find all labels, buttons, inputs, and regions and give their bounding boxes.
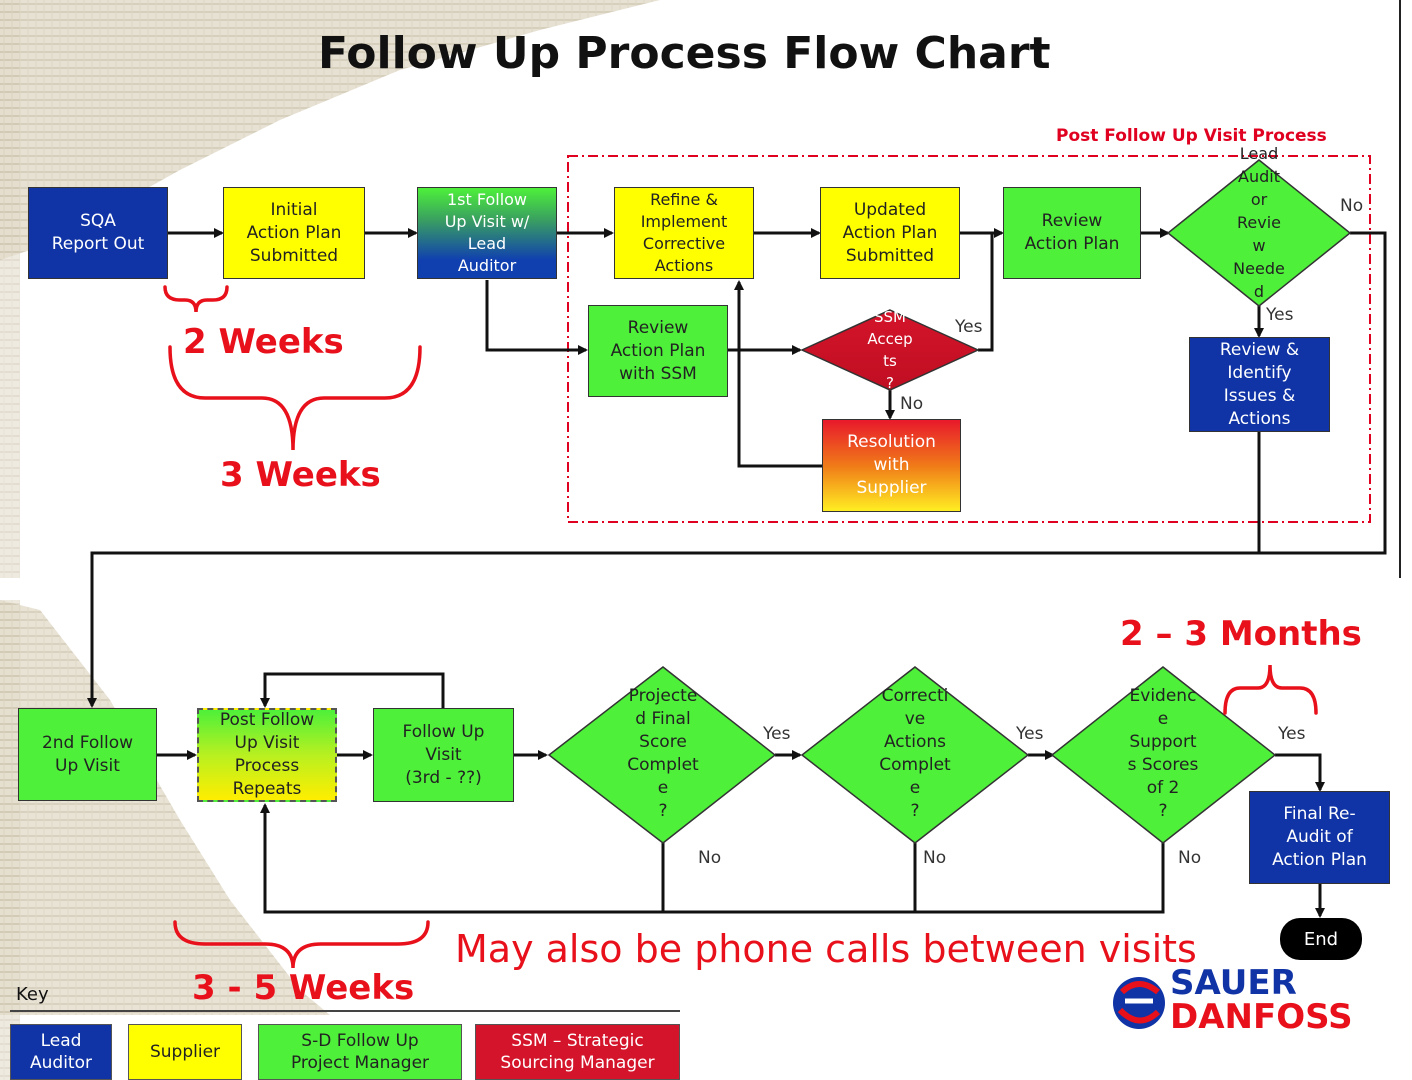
edge-label-no-ssm: No bbox=[900, 394, 924, 414]
corrective-complete-diamond bbox=[800, 666, 1030, 844]
edge-label-no-projected: No bbox=[698, 848, 722, 868]
evidence-diamond bbox=[1050, 666, 1277, 844]
logo-line-danfoss: DANFOSS bbox=[1170, 997, 1353, 1037]
logo-mark bbox=[1113, 977, 1165, 1029]
edge-label-yes-ssm: Yes bbox=[955, 317, 983, 337]
final-reaudit-node: Final Re- Audit of Action Plan bbox=[1249, 791, 1390, 884]
region-label: Post Follow Up Visit Process bbox=[1056, 126, 1327, 146]
annotation-braces bbox=[163, 285, 1318, 969]
annotation-3-weeks: 3 Weeks bbox=[220, 455, 381, 495]
end-terminator: End bbox=[1280, 918, 1362, 960]
annotation-phone-calls: May also be phone calls between visits bbox=[455, 927, 1197, 971]
evidence-supports-label: Evidenc e Support s Scores of 2 ? bbox=[1127, 686, 1199, 821]
edge-label-yes-evidence: Yes bbox=[1278, 724, 1306, 744]
key-lead-auditor: Lead Auditor bbox=[10, 1024, 112, 1080]
edge-label-no-evidence: No bbox=[1178, 848, 1202, 868]
post-visit-process-repeats-node: Post Follow Up Visit Process Repeats bbox=[197, 708, 337, 802]
review-action-plan-node: Review Action Plan bbox=[1003, 187, 1141, 279]
connectors-bottom bbox=[157, 672, 1325, 918]
ssm-accepts-diamond bbox=[800, 309, 980, 391]
review-identify-issues-node: Review & Identify Issues & Actions bbox=[1189, 337, 1330, 432]
updated-action-plan-node: Updated Action Plan Submitted bbox=[820, 187, 960, 279]
page-title: Follow Up Process Flow Chart bbox=[318, 28, 1051, 79]
initial-action-plan-node: Initial Action Plan Submitted bbox=[223, 187, 365, 279]
key-heading: Key bbox=[16, 984, 49, 1005]
lead-review-diamond bbox=[1166, 159, 1352, 307]
edge-label-no-corrective: No bbox=[923, 848, 947, 868]
lead-review-needed-label: Lead Audit or Revie w Neede d bbox=[1233, 143, 1285, 301]
edge-label-no-lead: No bbox=[1340, 196, 1364, 216]
edge-label-yes-lead: Yes bbox=[1266, 305, 1294, 325]
ssm-accepts-label: SSM Accep ts ? bbox=[867, 308, 913, 392]
projected-score-label: Projecte d Final Score Complet e ? bbox=[627, 686, 699, 821]
resolution-with-supplier-node: Resolution with Supplier bbox=[822, 419, 961, 512]
annotation-3-5-weeks: 3 - 5 Weeks bbox=[192, 968, 415, 1008]
edge-label-yes-projected: Yes bbox=[763, 724, 791, 744]
edge-label-yes-corrective: Yes bbox=[1016, 724, 1044, 744]
key-sd-follow-up: S-D Follow Up Project Manager bbox=[258, 1024, 462, 1080]
key-divider bbox=[10, 1010, 680, 1012]
follow-up-visit-node: Follow Up Visit (3rd - ??) bbox=[373, 708, 514, 802]
corrective-complete-label: Correcti ve Actions Complet e ? bbox=[879, 686, 951, 821]
review-with-ssm-node: Review Action Plan with SSM bbox=[588, 305, 728, 397]
key-supplier: Supplier bbox=[128, 1024, 242, 1080]
second-follow-up-visit-node: 2nd Follow Up Visit bbox=[18, 708, 157, 801]
annotation-2-3-months: 2 – 3 Months bbox=[1120, 614, 1362, 654]
first-follow-up-visit-node: 1st Follow Up Visit w/ Lead Auditor bbox=[417, 187, 557, 279]
projected-score-diamond bbox=[547, 666, 777, 844]
connectors-top bbox=[87, 228, 1387, 708]
annotation-2-weeks: 2 Weeks bbox=[183, 322, 344, 362]
post-follow-up-region bbox=[567, 155, 1371, 523]
key-ssm: SSM – Strategic Sourcing Manager bbox=[475, 1024, 680, 1080]
sqa-report-out-node: SQA Report Out bbox=[28, 187, 168, 279]
logo-line-sauer: SAUER bbox=[1170, 963, 1297, 1003]
refine-implement-node: Refine & Implement Corrective Actions bbox=[614, 187, 754, 279]
logo-text: SAUER DANFOSS bbox=[1170, 966, 1353, 1034]
